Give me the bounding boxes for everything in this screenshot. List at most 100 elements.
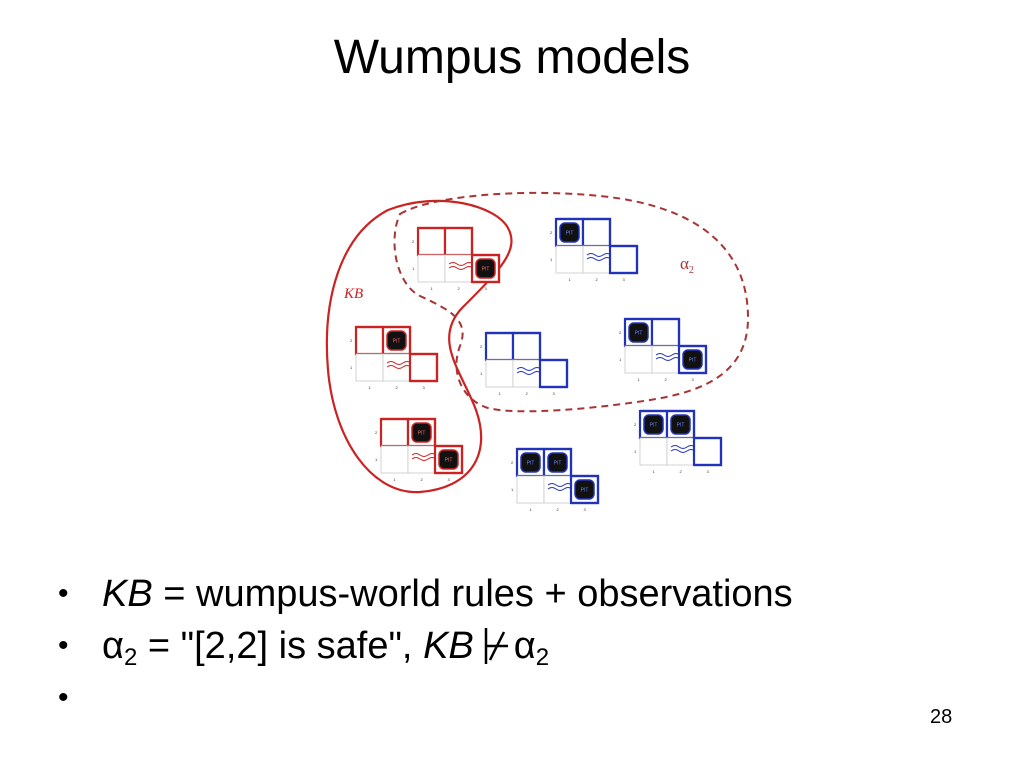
column-label: 3	[584, 507, 587, 512]
row-label: 2	[375, 430, 378, 435]
alpha-symbol: α	[102, 625, 124, 667]
breeze-icon	[411, 453, 437, 461]
board-outline	[517, 447, 600, 505]
alpha2-definition-text: = "[2,2] is safe",	[137, 625, 424, 667]
board-cell	[443, 226, 474, 257]
pit-icon	[411, 422, 432, 443]
pit-icon	[438, 449, 459, 470]
slide-title: Wumpus models	[333, 31, 691, 84]
row-label: 1	[511, 487, 514, 492]
pit-label: PIT	[482, 267, 490, 273]
breeze-icon	[386, 361, 412, 369]
breeze-icon	[448, 262, 474, 270]
bullet-dot: •	[58, 681, 69, 714]
board-cell	[417, 254, 446, 283]
alpha-subscript: 2	[123, 644, 138, 671]
alpha2-region	[393, 191, 750, 413]
bullet-list: •KB = wumpus-world rules + observations …	[58, 568, 793, 724]
board-outline	[418, 226, 501, 284]
column-label: 1	[569, 277, 572, 282]
column-label: 1	[431, 286, 434, 291]
column-label: 2	[421, 477, 424, 482]
column-label: 3	[485, 286, 488, 291]
column-label: 1	[369, 385, 372, 390]
breeze-icon	[516, 367, 542, 375]
pit-label: PIT	[554, 461, 562, 467]
column-label: 2	[396, 385, 399, 390]
not-entails-symbol	[480, 626, 510, 666]
column-label: 1	[653, 469, 656, 474]
board-cell	[581, 217, 612, 248]
kb-term: KB	[423, 625, 474, 667]
row-label: 2	[550, 230, 553, 235]
board-cell	[538, 358, 569, 389]
pit-label: PIT	[527, 461, 535, 467]
bullet-empty: •	[58, 672, 793, 724]
pit-label: PIT	[650, 423, 658, 429]
board-cell	[379, 417, 410, 448]
column-label: 2	[526, 391, 529, 396]
row-label: 1	[619, 357, 622, 362]
breeze-icon	[670, 445, 696, 453]
pit-icon	[475, 258, 496, 279]
kb-definition-text: = wumpus-world rules + observations	[152, 573, 793, 615]
row-label: 1	[634, 449, 637, 454]
pit-icon	[643, 414, 664, 435]
breeze-icon	[655, 353, 681, 361]
board-outline	[625, 317, 708, 375]
board-outline	[381, 417, 464, 475]
row-label: 2	[480, 344, 483, 349]
row-label: 1	[375, 457, 378, 462]
column-label: 1	[530, 507, 533, 512]
pit-label: PIT	[635, 331, 643, 337]
breeze-icon	[586, 253, 612, 261]
board-cell	[555, 245, 584, 274]
pit-icon	[559, 222, 580, 243]
column-label: 2	[557, 507, 560, 512]
model-red-2: PIT 2 1 1 2 3	[350, 325, 439, 390]
pit-label: PIT	[418, 431, 426, 437]
column-label: 3	[448, 477, 451, 482]
pit-label: PIT	[581, 488, 589, 494]
board-cell	[485, 359, 514, 388]
pit-icon	[574, 479, 595, 500]
alpha2-region-label: α2	[680, 254, 694, 276]
pit-label: PIT	[677, 423, 685, 429]
column-label: 1	[394, 477, 397, 482]
row-label: 1	[412, 266, 415, 271]
pit-label: PIT	[393, 339, 401, 345]
pit-icon	[670, 414, 691, 435]
bullet-dot: •	[58, 577, 69, 610]
board-cell	[484, 331, 515, 362]
row-label: 1	[480, 371, 483, 376]
page-number: 28	[930, 706, 953, 728]
pit-label: PIT	[689, 358, 697, 364]
board-cell	[650, 317, 681, 348]
board-cell	[624, 345, 653, 374]
board-cell	[692, 436, 723, 467]
column-label: 2	[596, 277, 599, 282]
row-label: 1	[350, 365, 353, 370]
column-label: 3	[707, 469, 710, 474]
pit-icon	[386, 330, 407, 351]
row-label: 2	[350, 338, 353, 343]
kb-region	[325, 199, 513, 494]
breeze-icon	[547, 483, 573, 491]
kb-region-label: KB	[343, 286, 363, 302]
board-cell	[608, 244, 639, 275]
alpha-subscript: 2	[535, 644, 550, 671]
column-label: 3	[423, 385, 426, 390]
column-label: 2	[665, 377, 668, 382]
pit-icon	[520, 452, 541, 473]
column-label: 3	[623, 277, 626, 282]
board-cell	[416, 226, 447, 257]
